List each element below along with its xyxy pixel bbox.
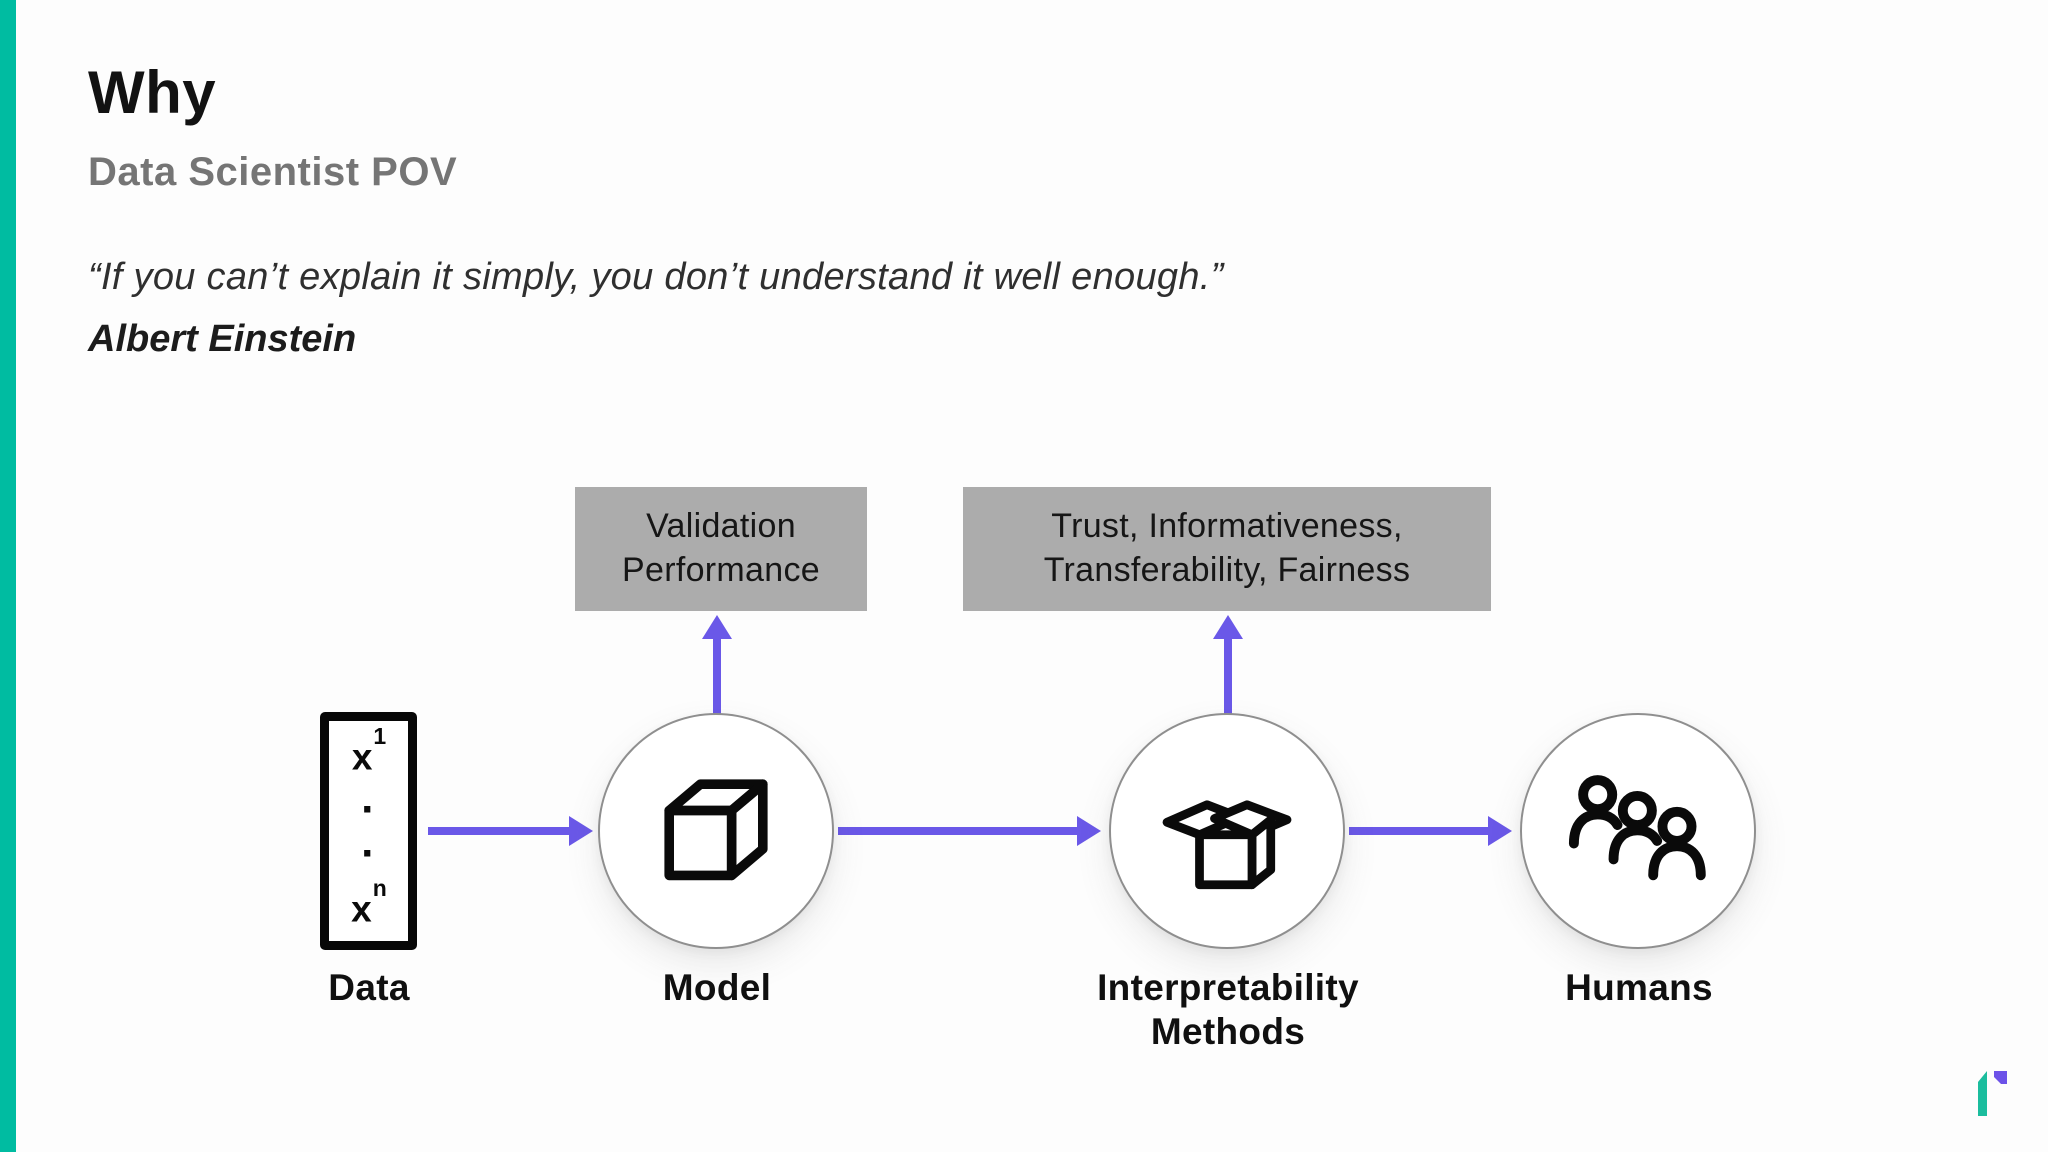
- quote-author: Albert Einstein: [88, 318, 357, 360]
- validation-performance-box: Validation Performance: [575, 487, 867, 611]
- feature-xn: xn: [351, 874, 387, 929]
- interpretability-methods-label: Interpretability Methods: [1097, 967, 1359, 1053]
- cube-icon: [664, 779, 768, 881]
- feature-x1: x1: [351, 723, 387, 778]
- left-accent-bar: [0, 0, 16, 1152]
- arrow-model-to-validation: [702, 615, 732, 734]
- trust-informativeness-text: Trust, Informativeness, Transferability,…: [1043, 507, 1411, 589]
- data-label: Data: [328, 967, 410, 1008]
- model-label: Model: [662, 967, 772, 1008]
- arrow-interpretability-to-trust: [1213, 615, 1243, 734]
- interpretability-methods-node: [1109, 713, 1345, 949]
- quote-text: “If you can’t explain it simply, you don…: [88, 256, 1224, 298]
- arrow-interpretability-to-humans: [1349, 816, 1512, 846]
- humans-node: [1520, 713, 1756, 949]
- ellipsis-dot: ·: [361, 829, 376, 879]
- data-matrix-node: x1 · · xn: [320, 712, 417, 950]
- trust-informativeness-box: Trust, Informativeness, Transferability,…: [963, 487, 1491, 611]
- r-logo-icon: [1978, 1071, 2007, 1116]
- open-box-icon: [1162, 800, 1292, 890]
- slide-title: Why: [88, 59, 217, 126]
- validation-performance-text: Validation Performance: [622, 507, 820, 589]
- brand-logo: [1976, 1069, 2010, 1117]
- people-icon: [1568, 775, 1706, 881]
- ellipsis-dot: ·: [361, 784, 376, 834]
- slide-subtitle: Data Scientist POV: [88, 150, 458, 194]
- arrow-model-to-interpretability: [838, 816, 1101, 846]
- arrow-data-to-model: [428, 816, 593, 846]
- model-node: [598, 713, 834, 949]
- humans-label: Humans: [1565, 967, 1713, 1008]
